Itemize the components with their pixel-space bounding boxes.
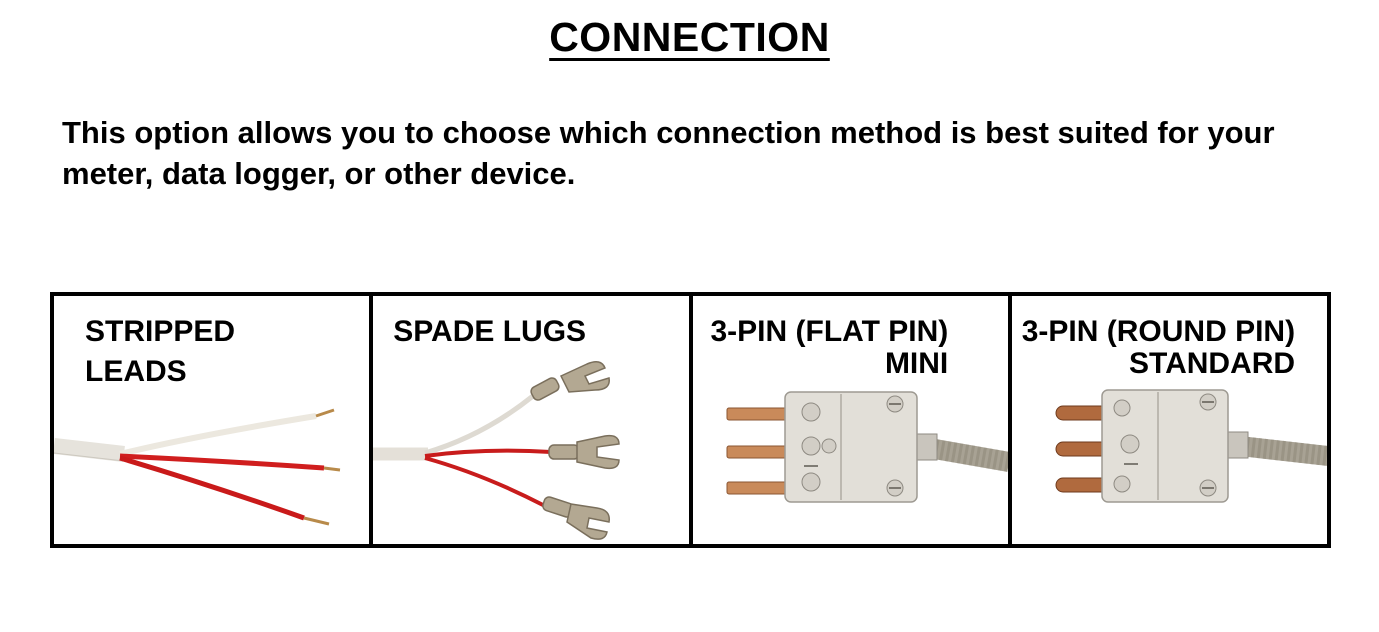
option-label-line1: SPADE LUGS: [393, 315, 587, 348]
spade-lugs-photo: [373, 361, 621, 540]
stripped-leads-photo: [54, 408, 341, 526]
page-title: CONNECTION: [549, 14, 830, 60]
option-label-line1: STRIPPED: [85, 315, 236, 348]
connection-options-grid: STRIPPED LEADS SPADE LUGS: [50, 292, 1331, 548]
option-stripped-leads: STRIPPED LEADS: [54, 296, 374, 544]
option-label-line2: STANDARD: [1128, 347, 1296, 380]
option-3pin-flat-mini: 3-PIN (FLAT PIN) MINI: [693, 296, 1012, 544]
option-label: SPADE LUGS: [393, 316, 586, 348]
flat-pin-mini-photo: [726, 391, 1008, 503]
option-label-line2: LEADS: [85, 355, 187, 388]
page-title-wrap: CONNECTION: [0, 14, 1379, 61]
round-pin-standard-photo: [1055, 389, 1327, 503]
intro-text: This option allows you to choose which c…: [62, 115, 1275, 191]
option-label-line1: 3-PIN (ROUND PIN): [1021, 315, 1296, 348]
option-label-line2: MINI: [884, 347, 949, 380]
option-label: 3-PIN (FLAT PIN) MINI: [711, 316, 949, 380]
option-spade-lugs: SPADE LUGS: [373, 296, 693, 544]
option-3pin-round-standard: 3-PIN (ROUND PIN) STANDARD: [1012, 296, 1327, 544]
option-label: 3-PIN (ROUND PIN) STANDARD: [1022, 316, 1295, 380]
option-label-line1: 3-PIN (FLAT PIN): [710, 315, 949, 348]
option-label: STRIPPED LEADS: [85, 316, 235, 388]
